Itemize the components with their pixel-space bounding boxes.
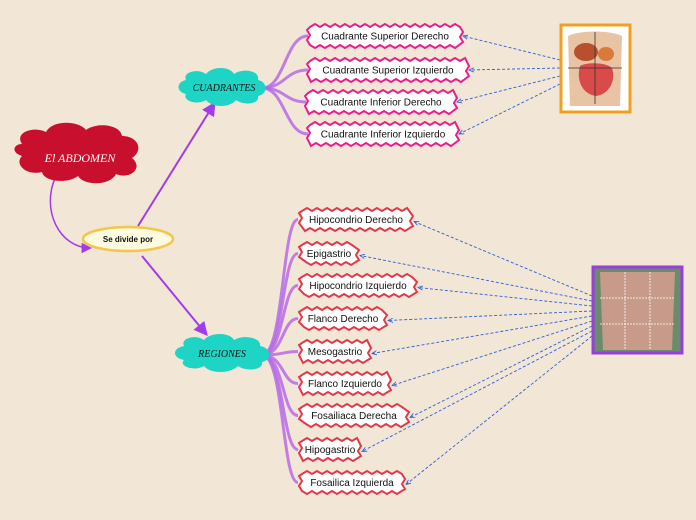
cuadrantes-label: CUADRANTES xyxy=(193,83,256,94)
connector-to-regiones-line xyxy=(141,255,208,337)
quadrant-reference-arrow xyxy=(463,36,561,61)
region-label: Fosailica Izquierda xyxy=(310,478,394,489)
region-node[interactable]: Flanco Derecho xyxy=(297,305,389,332)
connector-to-cuadrantes-line xyxy=(137,101,216,227)
quadrant-reference-arrow xyxy=(457,75,561,102)
connector-label: Se divide por xyxy=(103,235,153,244)
region-node-border xyxy=(297,206,415,233)
quadrant-node-border xyxy=(305,22,465,50)
region-label: Mesogastrio xyxy=(308,347,363,358)
region-node-border xyxy=(297,436,363,463)
region-node[interactable]: Hipogastrio xyxy=(297,436,363,463)
quadrant-node[interactable]: Cuadrante Superior Izquierdo xyxy=(305,56,471,84)
quadrant-node[interactable]: Cuadrante Superior Derecho xyxy=(305,22,465,50)
regiones-cloud-shape xyxy=(175,334,270,372)
stomach-icon xyxy=(598,47,614,61)
region-nodes: Hipocondrio DerechoEpigastrioHipocondrio… xyxy=(297,206,419,496)
abdomen-regions-icon xyxy=(600,272,675,350)
region-node[interactable]: Hipocondrio Derecho xyxy=(297,206,415,233)
region-node-border xyxy=(297,469,407,496)
region-node-border xyxy=(297,272,419,299)
region-node[interactable]: Hipocondrio Izquierdo xyxy=(297,272,419,299)
region-node[interactable]: Fosailica Izquierda xyxy=(297,469,407,496)
liver-icon xyxy=(574,43,598,61)
region-reference-arrow xyxy=(406,335,593,485)
region-reference-arrow xyxy=(410,325,593,418)
connector-oval xyxy=(81,225,175,253)
quadrant-label: Cuadrante Inferior Izquierdo xyxy=(321,130,446,141)
region-label: Hipocondrio Izquierdo xyxy=(309,281,407,292)
root-label: El ABDOMEN xyxy=(44,151,117,165)
root-to-connector-line xyxy=(49,175,93,254)
quadrants-illustration[interactable] xyxy=(559,23,632,114)
region-label: Fosailiaca Derecha xyxy=(311,411,397,422)
region-reference-arrow xyxy=(414,222,593,297)
quadrant-node-border xyxy=(305,120,461,148)
regiones-label: REGIONES xyxy=(197,349,246,360)
quadrant-reference-arrow xyxy=(459,83,561,134)
connector-lines xyxy=(49,34,309,484)
quadrant-reference-arrow xyxy=(469,68,561,70)
intestine-icon xyxy=(578,63,614,96)
region-reference-arrow xyxy=(360,256,593,302)
region-node[interactable]: Epigastrio xyxy=(297,240,361,267)
region-node-border xyxy=(297,240,361,267)
regiones-branch xyxy=(261,353,299,484)
root-node[interactable]: El ABDOMEN xyxy=(14,122,139,184)
quadrant-label: Cuadrante Inferior Derecho xyxy=(320,98,442,109)
region-node-border xyxy=(297,402,411,429)
region-node-border xyxy=(297,338,373,365)
quadrant-node[interactable]: Cuadrante Inferior Derecho xyxy=(303,88,459,116)
region-reference-arrow xyxy=(388,310,593,321)
root-cloud-shape xyxy=(14,122,139,184)
region-label: Flanco Izquierdo xyxy=(308,379,382,390)
region-label: Hipocondrio Derecho xyxy=(309,215,403,226)
region-reference-arrow xyxy=(418,288,593,307)
regions-illustration[interactable] xyxy=(591,265,684,355)
region-reference-arrow xyxy=(392,320,593,386)
quadrant-label: Cuadrante Superior Derecho xyxy=(321,32,449,43)
cuadrantes-cloud-shape xyxy=(178,68,266,106)
connector-node[interactable]: Se divide por xyxy=(81,225,175,253)
reference-arrows xyxy=(360,36,593,485)
quadrant-label: Cuadrante Superior Izquierdo xyxy=(322,66,454,77)
quadrant-node-border xyxy=(305,56,471,84)
cuadrantes-node[interactable]: CUADRANTES xyxy=(178,68,266,106)
region-node[interactable]: Mesogastrio xyxy=(297,338,373,365)
region-node-border xyxy=(297,305,389,332)
cuadrantes-branch xyxy=(261,86,309,136)
region-reference-arrow xyxy=(372,315,593,354)
quadrant-node-border xyxy=(303,88,459,116)
region-node[interactable]: Flanco Izquierdo xyxy=(297,370,393,397)
region-node-border xyxy=(297,370,393,397)
region-node[interactable]: Fosailiaca Derecha xyxy=(297,402,411,429)
region-label: Hipogastrio xyxy=(305,445,356,456)
region-reference-arrow xyxy=(362,330,593,452)
region-label: Epigastrio xyxy=(307,249,352,260)
regiones-node[interactable]: REGIONES xyxy=(175,334,270,372)
quadrant-node[interactable]: Cuadrante Inferior Izquierdo xyxy=(305,120,461,148)
region-label: Flanco Derecho xyxy=(308,314,379,325)
